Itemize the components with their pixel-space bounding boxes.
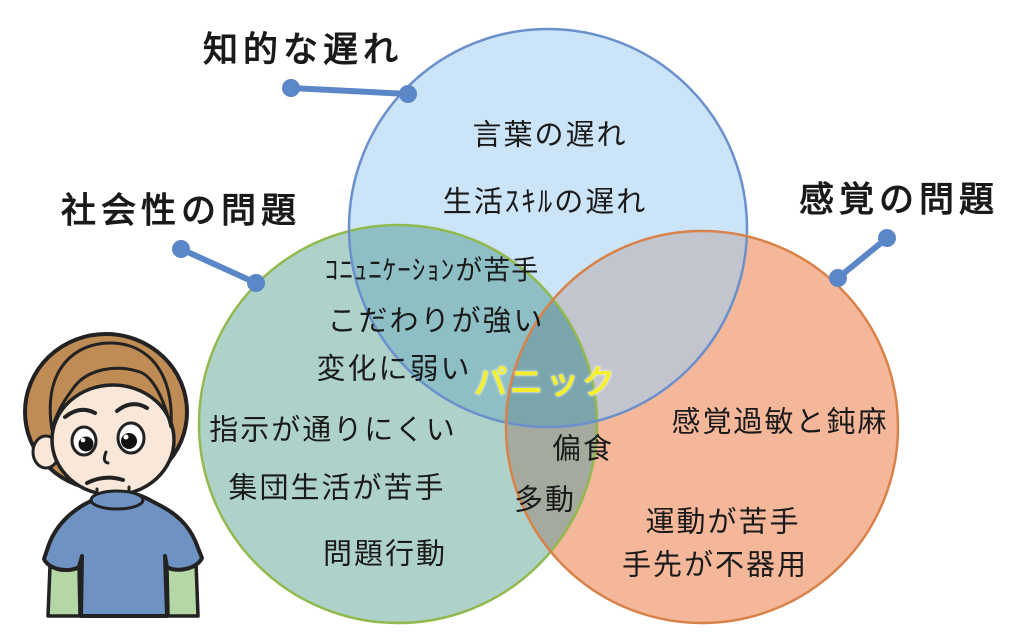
venn-outline-sensory <box>504 229 900 625</box>
venn-overlap-intellectual-sensory-shape <box>506 231 747 427</box>
boy-eyes <box>70 421 146 457</box>
item-picky-eating: 偏食 <box>551 433 615 466</box>
venn-outline-intellectual <box>347 27 749 429</box>
boy-eyebrow-left <box>63 407 97 419</box>
boy-mouth-frown <box>85 475 125 485</box>
label-sensory-problems: 感覚の問題 <box>798 180 1000 220</box>
connector-intellectual <box>282 79 417 103</box>
connector-sensory-dot-inner <box>829 269 847 287</box>
worried-boy-illustration <box>23 332 204 618</box>
connector-social-dot-inner <box>247 274 265 292</box>
item-weak-to-change: 変化に弱い <box>316 353 472 386</box>
item-life-skill-delay: 生活ｽｷﾙの遅れ <box>442 186 648 219</box>
connector-social <box>172 240 265 292</box>
item-instructions-hard: 指示が通りにくい <box>209 414 457 447</box>
connector-intellectual-line <box>288 85 411 97</box>
item-hyperactivity: 多動 <box>513 484 577 517</box>
connector-sensory-dot-outer <box>878 229 896 247</box>
label-social-problems: 社会性の問題 <box>60 191 302 231</box>
venn-overlap-intellectual-sensory <box>506 231 747 427</box>
connector-sensory-line <box>835 235 890 281</box>
item-sensory-hypersensitivity: 感覚過敏と鈍麻 <box>671 406 889 439</box>
venn-outline-social <box>197 223 599 625</box>
boy-shirt <box>42 490 204 618</box>
boy-nose <box>102 450 110 465</box>
item-panic: パニック <box>474 363 618 401</box>
boy-eyebrow-right <box>115 402 149 413</box>
item-clumsy-hands: 手先が不器用 <box>621 549 809 582</box>
connector-social-dot-outer <box>172 240 190 258</box>
connector-intellectual-dot-outer <box>282 79 300 97</box>
item-problem-behavior: 問題行動 <box>322 538 448 571</box>
boy-collar <box>89 489 145 511</box>
boy-arm-left <box>46 564 82 618</box>
boy-hair-fringe <box>48 341 173 432</box>
item-poor-motor-skills: 運動が苦手 <box>645 506 801 539</box>
item-group-life-difficulty: 集団生活が苦手 <box>228 472 446 505</box>
item-strong-fixations: こだわりが強い <box>327 305 545 338</box>
label-intellectual-delay: 知的な遅れ <box>202 30 404 70</box>
connector-social-line <box>178 246 259 286</box>
connector-sensory <box>829 229 896 287</box>
item-language-delay: 言葉の遅れ <box>472 119 628 152</box>
item-communication-difficulty: ｺﾆｭﾆｹｰｼｮﾝが苦手 <box>324 255 540 286</box>
connector-intellectual-dot-inner <box>399 85 417 103</box>
